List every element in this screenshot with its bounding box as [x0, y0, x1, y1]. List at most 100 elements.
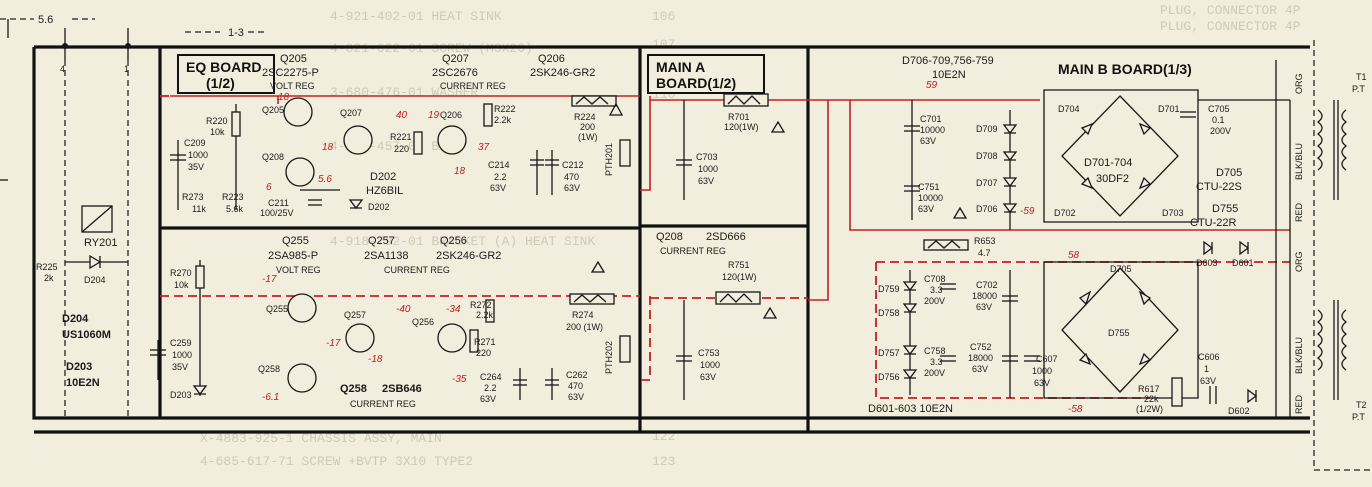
ghost-number: 107	[652, 37, 675, 52]
c214-value: 2.2	[494, 172, 507, 182]
c264-voltage: 63V	[480, 394, 496, 404]
q255-ref: Q255	[282, 235, 309, 247]
c606-voltage: 63V	[1200, 376, 1216, 386]
voltage-58: 58	[1068, 250, 1080, 261]
d602-label: D602	[1228, 406, 1250, 416]
c708-ref: C708	[924, 274, 946, 284]
voltage-v11: -34	[446, 304, 461, 315]
r224-ref: R224	[574, 112, 596, 122]
bridge2-top: D705	[1110, 264, 1132, 274]
eq-positive-regulator: Q205 2SC2275-P VOLT REG Q207 2SC2676 CUR…	[160, 53, 640, 218]
c702-ref: C702	[976, 280, 998, 290]
t2-type: P.T	[1352, 412, 1365, 422]
r273-value: 11k	[192, 204, 206, 214]
d204-small: D204	[84, 275, 106, 285]
r272-ref: R272	[470, 300, 492, 310]
r225-value: 2k	[44, 273, 54, 283]
q206-part: 2SK246-GR2	[530, 67, 595, 79]
eq-board-part: (1/2)	[206, 75, 235, 91]
q207-label: Q207	[340, 108, 362, 118]
c708-value: 3.3	[930, 285, 943, 295]
c753-value: 1000	[700, 360, 720, 370]
q258-func: CURRENT REG	[350, 399, 416, 409]
d702-label: D702	[1054, 208, 1076, 218]
voltage-v14: -35	[452, 374, 467, 385]
c751-value: 10000	[918, 193, 943, 203]
c211-value: 100/25V	[260, 208, 294, 218]
r271-ref: R271	[474, 337, 496, 347]
ghost-line: X-4883-925-1 CHASSIS ASSY, MAIN	[200, 431, 442, 446]
c259-voltage: 35V	[172, 362, 188, 372]
r274-value: 200 (1W)	[566, 322, 603, 332]
c703-voltage: 63V	[698, 176, 714, 186]
d755-part: CTU-22R	[1190, 217, 1237, 229]
c705-value: 0.1	[1212, 115, 1225, 125]
d756-label: D756	[878, 372, 900, 382]
diode-d204-symbol	[89, 254, 102, 270]
board-outlines	[32, 45, 1310, 434]
c214-voltage: 63V	[490, 183, 506, 193]
d707-label: D707	[976, 178, 998, 188]
d203-part: 10E2N	[66, 377, 100, 389]
c753-voltage: 63V	[700, 372, 716, 382]
ghost-line: PLUG, CONNECTOR 4P	[1160, 19, 1301, 34]
c211-ref: C211	[268, 198, 289, 208]
transistor-q206	[437, 125, 467, 155]
r222-value: 2.2k	[494, 115, 512, 125]
resistor-r224	[571, 95, 617, 107]
diodes-header-list: D706-709,756-759	[902, 55, 994, 67]
d705-part: CTU-22S	[1196, 181, 1242, 193]
c262-value: 470	[568, 381, 583, 391]
q208-label: Q208	[262, 152, 284, 162]
d202-part: HZ6BIL	[366, 185, 403, 197]
pin-number-1: 1	[124, 64, 129, 74]
q257-ref: Q257	[368, 235, 395, 247]
ghost-number: 106	[652, 9, 675, 24]
wire-color-org-1: ORG	[1294, 73, 1304, 94]
c209-voltage: 35V	[188, 162, 204, 172]
bridge2-bottom: D755	[1108, 328, 1130, 338]
resistor-r617	[1171, 377, 1183, 407]
r271-value: 220	[476, 348, 491, 358]
d759-label: D759	[878, 284, 900, 294]
q258-ref: Q258	[340, 383, 367, 395]
c606-ref: C606	[1198, 352, 1220, 362]
ghost-line: 4-685-617-71 SCREW +BVTP 3X10 TYPE2	[200, 454, 473, 469]
main-a-board-part: BOARD(1/2)	[656, 75, 736, 91]
r220-value: 10k	[210, 127, 225, 137]
q207-func: CURRENT REG	[440, 81, 506, 91]
r270-ref: R270	[170, 268, 192, 278]
r751-ref: R751	[728, 260, 750, 270]
c758-voltage: 200V	[924, 368, 945, 378]
resistor-r751	[715, 291, 761, 305]
c758-value: 3.3	[930, 357, 943, 367]
d601-label: D601	[1232, 258, 1254, 268]
q256-label: Q256	[412, 317, 434, 327]
r221-value: 220	[394, 144, 409, 154]
pin-number-4: 4	[60, 64, 65, 74]
transistor-q207	[343, 125, 373, 155]
thermistor-pth201	[619, 139, 631, 167]
c752-ref: C752	[970, 342, 992, 352]
d755-ref: D755	[1212, 203, 1238, 215]
d204-ref: D204	[62, 313, 89, 325]
q256-ref: Q256	[440, 235, 467, 247]
c702-voltage: 63V	[976, 302, 992, 312]
voltage-v9: -17	[262, 274, 277, 285]
ghost-number: 123	[652, 454, 675, 469]
main-b-section: D706-709,756-759 10E2N 59 -59 58 -58 C70…	[808, 55, 1304, 418]
d705-ref: D705	[1216, 167, 1242, 179]
relay-section: 4 1 RY201 R225 2k D204 D204 US1060M D203…	[36, 28, 131, 418]
pth202-label: PTH202	[604, 341, 614, 374]
r274-ref: R274	[572, 310, 594, 320]
d202-ref: D202	[370, 171, 396, 183]
eq-negative-regulator: Q255 2SA985-P VOLT REG Q257 2SA1138 CURR…	[150, 235, 640, 409]
c212-voltage: 63V	[564, 183, 580, 193]
r617-value: 22k	[1144, 394, 1159, 404]
voltage-v15: -6.1	[262, 392, 279, 403]
r270-value: 10k	[174, 280, 189, 290]
r220-ref: R220	[206, 116, 228, 126]
r225-ref: R225	[36, 262, 58, 272]
voltage-v3: 19	[428, 110, 440, 121]
